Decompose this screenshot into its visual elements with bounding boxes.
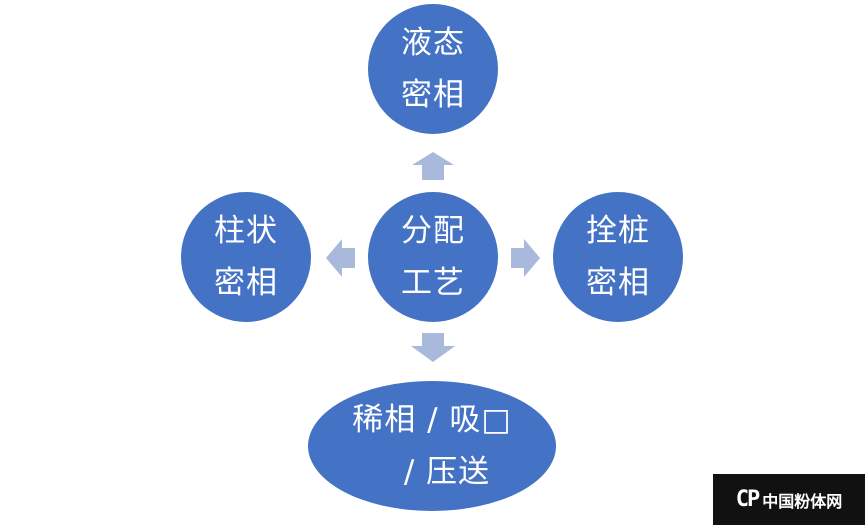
node-label-line1: 分配: [401, 213, 465, 249]
arrow-down: [411, 333, 455, 362]
node-label-line1: 拴桩: [586, 213, 650, 249]
logo-mark-icon: CP: [735, 487, 760, 512]
node-label-line2: / 压送: [403, 454, 491, 490]
node-label-line1: 稀相 / 吸□: [352, 402, 512, 438]
watermark-text: 中国粉体网: [762, 491, 843, 511]
node-liquid-dense-phase: 液态 密相: [368, 4, 498, 134]
node-label-line2: 密相: [401, 77, 465, 113]
watermark-logo: CP 中国粉体网: [713, 474, 865, 525]
node-label-line1: 柱状: [214, 213, 278, 249]
arrow-up: [412, 152, 454, 180]
node-plug-dense-phase: 拴桩 密相: [553, 192, 683, 322]
arrow-left: [326, 239, 355, 277]
node-label-line2: 密相: [586, 265, 650, 301]
node-distribution-process: 分配 工艺: [368, 192, 498, 322]
arrow-right: [511, 239, 540, 277]
node-columnar-dense-phase: 柱状 密相: [181, 192, 311, 322]
node-label-line1: 液态: [401, 25, 465, 61]
node-label-line2: 工艺: [401, 265, 465, 301]
node-dilute-phase: 稀相 / 吸□ / 压送: [308, 381, 556, 511]
node-label-line2: 密相: [214, 265, 278, 301]
